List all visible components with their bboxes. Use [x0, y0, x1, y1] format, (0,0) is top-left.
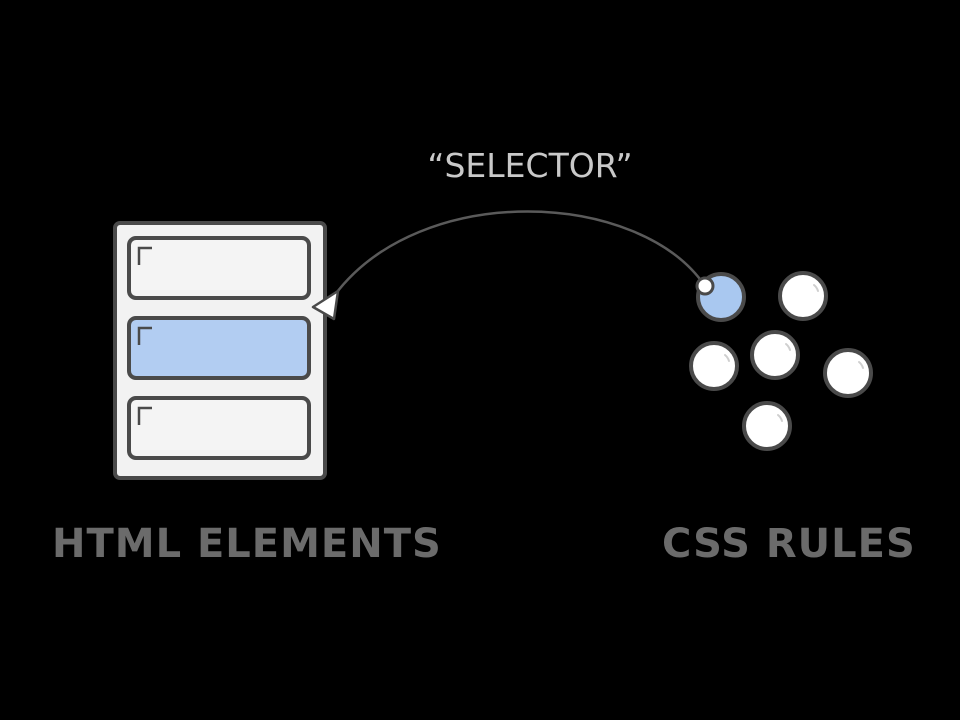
html-element-1-corner-mark: [137, 246, 152, 265]
css-rule-5: [823, 348, 873, 398]
selector-arrowhead: [311, 289, 340, 321]
css-rule-4: [750, 330, 800, 380]
selector-arrow-curve: [332, 210, 707, 297]
css-rule-shine-marks: [724, 284, 864, 422]
html-element-2-corner-mark: [137, 326, 152, 345]
css-rule-6: [742, 401, 792, 451]
html-element-3-box: [127, 396, 311, 460]
html-element-3: [127, 396, 311, 460]
html-element-2-highlighted: [127, 316, 311, 380]
html-element-1: [127, 236, 311, 300]
html-element-3-corner-mark: [137, 406, 152, 425]
css-rules-caption: CSS RULES: [662, 521, 916, 567]
selector-label: “SELECTOR”: [427, 146, 633, 185]
html-element-1-box: [127, 236, 311, 300]
html-element-2-box: [127, 316, 311, 380]
css-rule-2: [778, 271, 828, 321]
html-elements-caption: HTML ELEMENTS: [52, 521, 442, 567]
css-rule-3: [689, 341, 739, 391]
selector-anchor-dot: [695, 276, 715, 296]
